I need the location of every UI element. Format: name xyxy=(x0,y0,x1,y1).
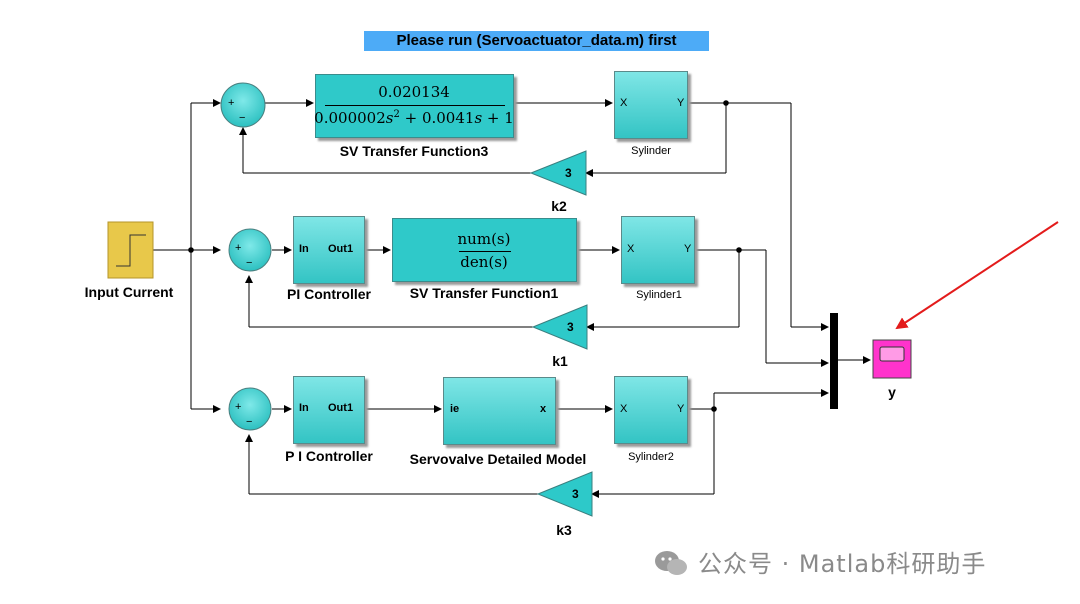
sum-1-plus-sign: + xyxy=(228,97,235,109)
tf3-den-c: + 1 xyxy=(486,109,514,127)
sylinder-port-x: X xyxy=(620,97,628,109)
p-i-controller-port-in: In xyxy=(299,402,309,414)
scope-screen-icon xyxy=(879,346,905,362)
tf3-den-a: 0.000002 xyxy=(314,109,386,127)
sylinder-port-y: Y xyxy=(677,97,685,109)
sylinder-name: Sylinder xyxy=(631,145,671,157)
k1-gain-name: k1 xyxy=(552,353,568,369)
sum-block-3 xyxy=(228,387,272,431)
gain-block-k2 xyxy=(529,150,587,196)
p-i-controller-port-out: Out1 xyxy=(328,402,354,414)
sylinder2-port-x: X xyxy=(620,403,628,415)
pi-controller-name: PI Controller xyxy=(286,286,372,302)
sum-3-minus-sign: − xyxy=(246,416,253,428)
branch-point xyxy=(736,247,742,253)
servovalve-port-ie: ie xyxy=(450,403,460,415)
tf1-denominator: den(s) xyxy=(460,253,508,271)
sylinder2-port-y: Y xyxy=(677,403,685,415)
servovalve-detailed-model-block[interactable] xyxy=(443,377,556,445)
scope-label: y xyxy=(888,384,896,400)
k3-gain-value: 3 xyxy=(572,487,579,501)
k2-gain-value: 3 xyxy=(565,166,572,180)
k3-gain-name: k3 xyxy=(556,522,572,538)
sylinder1-port-x: X xyxy=(627,243,635,255)
mux-block xyxy=(830,313,838,409)
sum-block-2 xyxy=(228,228,272,272)
step-icon xyxy=(116,234,146,267)
sum-2-plus-sign: + xyxy=(235,242,242,254)
gain-block-k3 xyxy=(536,471,593,517)
input-current-label: Input Current xyxy=(84,284,174,300)
p-i-controller-name: P I Controller xyxy=(285,448,373,464)
tf3-denominator: 0.000002s2 + 0.0041s + 1 xyxy=(314,109,514,127)
tf3-numerator: 0.020134 xyxy=(378,83,450,101)
sylinder2-block[interactable] xyxy=(614,376,688,444)
sum-1-minus-sign: − xyxy=(239,112,246,124)
tf1-name: SV Transfer Function1 xyxy=(409,285,559,301)
tf1-fraction-line xyxy=(459,251,511,252)
tf3-name: SV Transfer Function3 xyxy=(339,143,489,159)
gain-block-k1 xyxy=(531,304,588,350)
servovalve-name: Servovalve Detailed Model xyxy=(409,451,587,467)
pi-controller-port-out: Out1 xyxy=(328,243,354,255)
k1-gain-value: 3 xyxy=(567,320,574,334)
sv-transfer-function3-block[interactable] xyxy=(315,74,514,138)
pi-controller-block[interactable] xyxy=(293,216,365,284)
sylinder1-block[interactable] xyxy=(621,216,695,284)
pi-controller-port-in: In xyxy=(299,243,309,255)
run-script-annotation: Please run (Servoactuator_data.m) first xyxy=(364,31,709,51)
annotation-arrow xyxy=(895,221,1059,330)
p-i-controller-block[interactable] xyxy=(293,376,365,444)
k2-gain-name: k2 xyxy=(551,198,567,214)
wechat-icon xyxy=(655,551,687,575)
servovalve-port-x: x xyxy=(540,403,547,415)
sv-transfer-function1-block[interactable] xyxy=(392,218,577,282)
tf1-numerator: num(s) xyxy=(457,230,511,248)
watermark-text: 公众号 · Matlab科研助手 xyxy=(698,550,987,578)
sum-3-plus-sign: + xyxy=(235,401,242,413)
tf3-fraction-line xyxy=(325,105,505,106)
branch-point xyxy=(723,100,729,106)
branch-point xyxy=(188,247,194,253)
sylinder-block[interactable] xyxy=(614,71,688,139)
sylinder2-name: Sylinder2 xyxy=(628,451,674,463)
sylinder1-port-y: Y xyxy=(684,243,692,255)
branch-point xyxy=(711,406,717,412)
sum-block-1 xyxy=(220,82,266,128)
sylinder1-name: Sylinder1 xyxy=(636,289,682,301)
tf3-den-b: + 0.0041 xyxy=(404,109,475,127)
sum-2-minus-sign: − xyxy=(246,257,253,269)
